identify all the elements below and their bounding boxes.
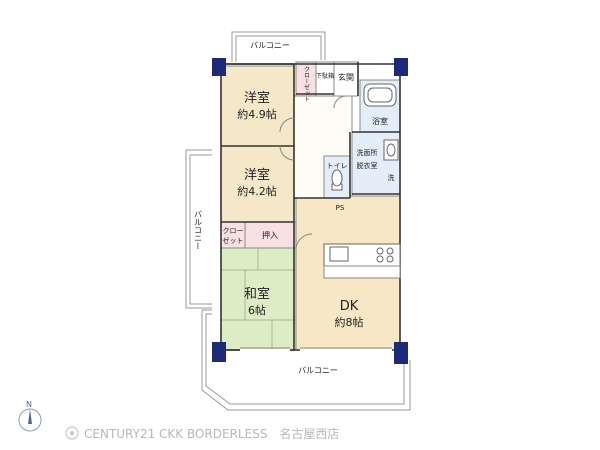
japanese-room-size: 6帖 <box>248 304 266 317</box>
compass-north-icon: N <box>18 400 42 432</box>
washroom-label-1: 洗面所 <box>357 148 378 157</box>
bathroom-label: 浴室 <box>372 116 388 126</box>
entrance-floor <box>333 61 359 97</box>
closet-top-label: クローゼット <box>303 66 310 102</box>
tatami-seams <box>221 248 296 350</box>
washer-label: 洗 <box>388 173 395 182</box>
japanese-room-name: 和室 <box>244 286 270 302</box>
ps-label: PS <box>336 204 345 212</box>
openings <box>240 95 392 351</box>
stove-icon <box>323 243 401 267</box>
balcony-left-label: バルコニー <box>194 210 203 250</box>
balcony-bottom-label: バルコニー <box>298 366 338 375</box>
western-room-1-name: 洋室 <box>244 90 270 106</box>
closet-side-label-1: クロー <box>223 227 244 235</box>
washroom-label-2: 脱衣室 <box>357 161 378 170</box>
balcony-top-label: バルコニー <box>250 41 290 50</box>
closet-side-label-2: ゼット <box>223 236 244 245</box>
watermark-text: CENTURY21 CKK BORDERLESS 名古屋西店 <box>84 426 339 441</box>
dk-size: 約8帖 <box>335 315 364 329</box>
columns <box>212 58 408 364</box>
japanese-room-floor <box>220 247 297 351</box>
shoe-closet-label: 下駄箱 <box>316 72 334 80</box>
svg-text:N: N <box>26 400 32 409</box>
dk-name: DK <box>340 299 359 314</box>
toilet-label: トイレ <box>327 162 348 170</box>
bathtub-icon <box>363 83 397 107</box>
western-room-2-name: 洋室 <box>244 167 270 183</box>
room-floors <box>220 61 401 351</box>
western-room-1-floor <box>220 65 295 147</box>
balcony-outlines <box>185 31 411 411</box>
western-room-1-size: 約4.9帖 <box>237 107 277 121</box>
watermark-logo-icon <box>65 426 79 440</box>
toilet-icon <box>331 169 343 191</box>
kitchen-counter <box>323 265 401 279</box>
western-room-2-floor <box>220 145 295 223</box>
oshiire-label: 押入 <box>262 230 278 240</box>
western-room-2-size: 約4.2帖 <box>237 184 277 198</box>
walls <box>220 62 401 351</box>
entrance-label: 玄関 <box>338 72 354 82</box>
sink-icon <box>383 139 399 161</box>
